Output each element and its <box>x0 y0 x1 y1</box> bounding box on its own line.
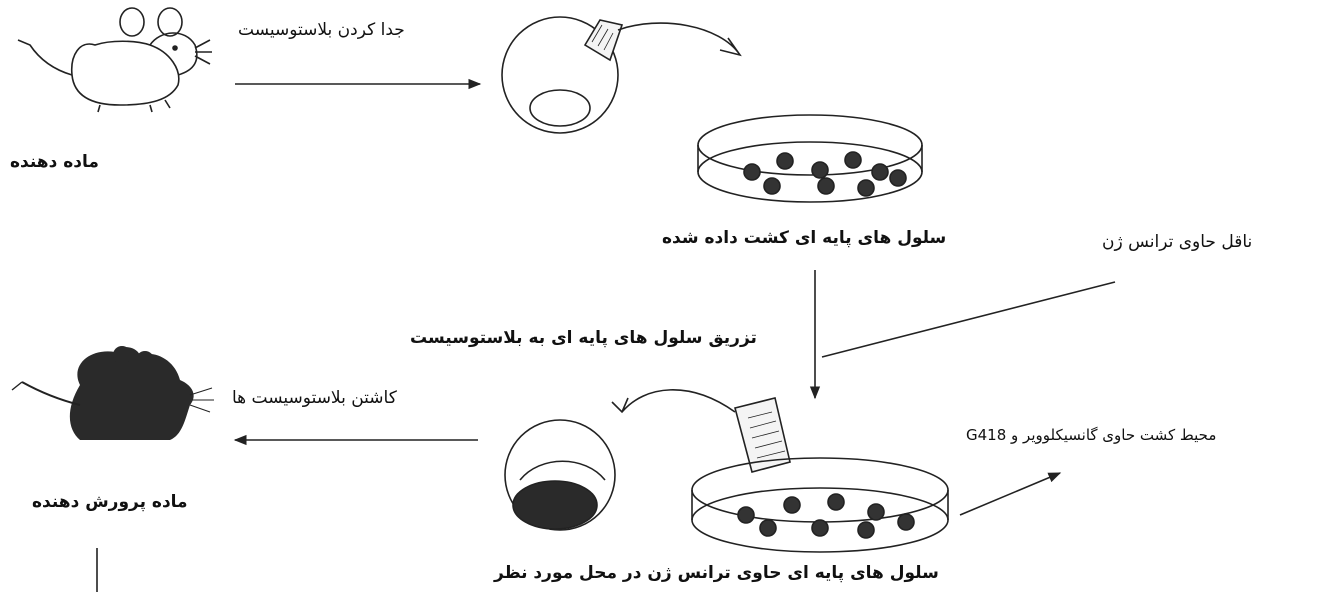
inject-stem-cells-label: تزریق سلول های پایه ای به بلاستوسیست <box>410 328 757 348</box>
transgene-vector-label: ناقل حاوی ترانس ژن <box>1102 232 1252 252</box>
transgenic-cells-dish <box>692 458 948 552</box>
donor-mouse-icon <box>18 8 212 112</box>
cultured-stem-cells-label: سلول های پایه ای کشت داده شده <box>662 228 946 248</box>
vector-line <box>822 282 1115 357</box>
arrow-to-medium <box>960 473 1060 515</box>
remove-blastocyst-label: جدا کردن بلاستوسیست <box>238 20 405 40</box>
injected-blastocyst <box>505 420 615 530</box>
foster-mouse-icon <box>12 346 214 440</box>
foster-female-label: ماده پرورش دهنده <box>32 492 188 512</box>
transfer-arrow-top <box>618 23 740 55</box>
cultured-cells-dish <box>698 115 922 202</box>
implant-blastocysts-label: کاشتن بلاستوسیست ها <box>232 388 397 408</box>
donor-blastocyst <box>502 17 622 133</box>
transfer-arrow-bottom <box>612 390 735 412</box>
culture-medium-label: محیط کشت حاوی گانسیکلوویر و G418 <box>966 426 1216 444</box>
targeted-stem-cells-label: سلول های پایه ای حاوی ترانس ژن در محل مو… <box>494 563 939 583</box>
donor-female-label: ماده دهنده <box>10 152 99 172</box>
